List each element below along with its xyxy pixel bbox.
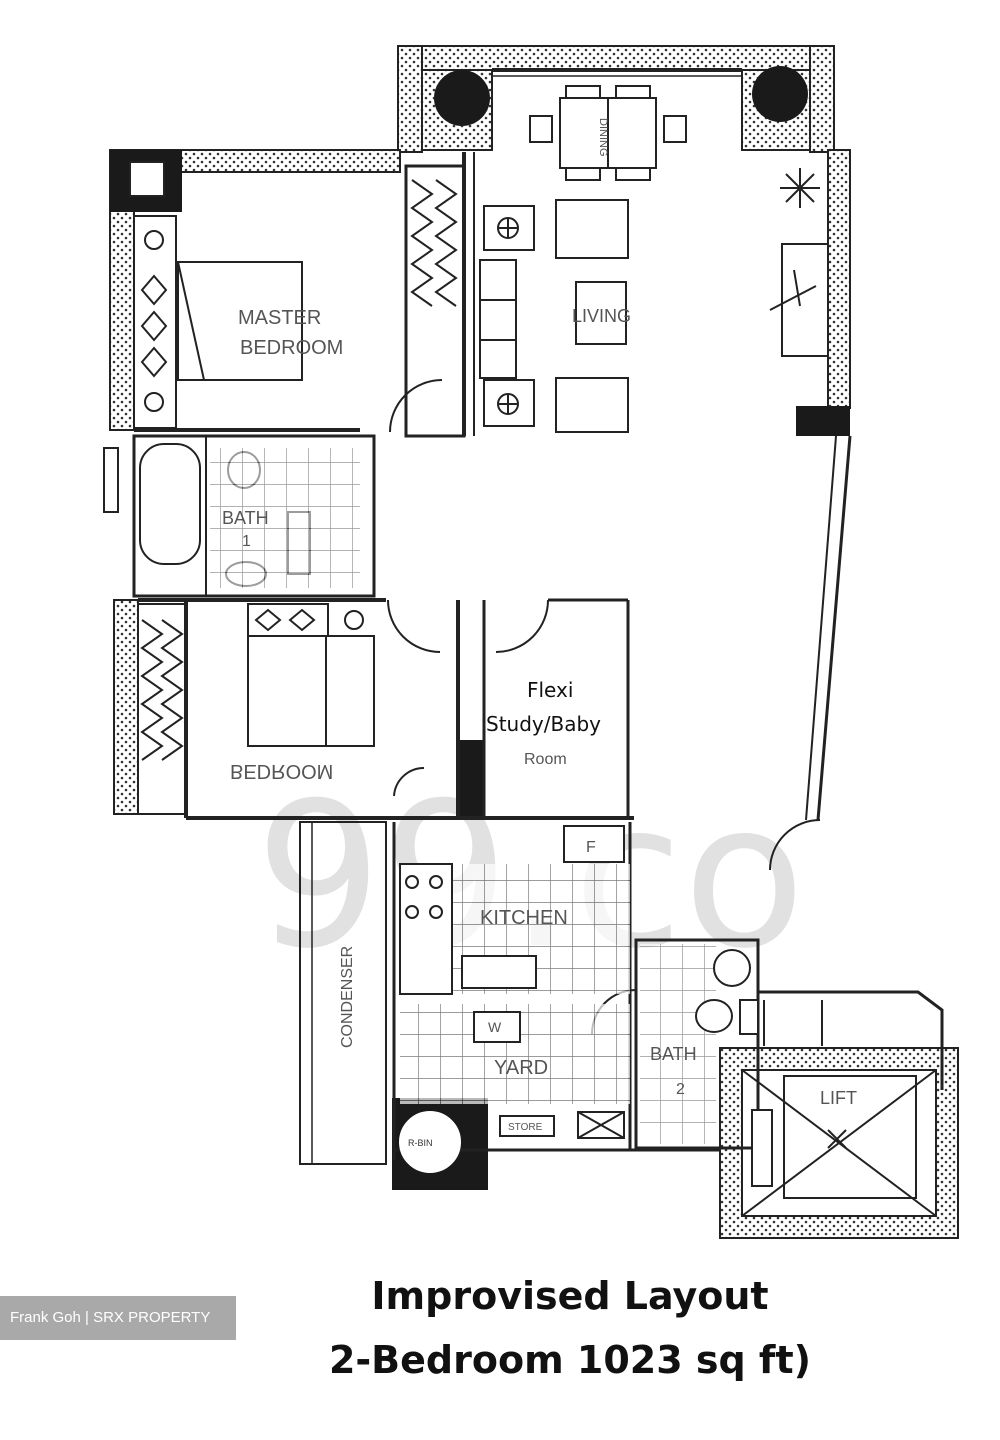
bedroom-2-bed — [247, 603, 375, 747]
dining-set — [529, 85, 687, 181]
refuse-chute-label: R-BIN — [408, 1138, 433, 1148]
credit-badge: Frank Goh | SRX PROPERTY — [0, 1296, 236, 1340]
bath-1-label: BATH — [222, 508, 269, 528]
tv-console — [769, 243, 829, 357]
lift-label: LIFT — [820, 1088, 857, 1108]
flexi-room-label-1: Flexi — [527, 678, 573, 702]
bedroom-2-label: BEDROOM — [230, 760, 333, 782]
living-label: LIVING — [572, 306, 631, 326]
bath-1-number: 1 — [242, 533, 251, 550]
master-bedroom-label-1: MASTER — [238, 307, 321, 329]
condenser-label: CONDENSER — [339, 946, 356, 1048]
dining-label: DINING — [597, 118, 609, 157]
layout-subtitle: 2-Bedroom 1023 sq ft) — [328, 1338, 812, 1382]
lift-car — [741, 1069, 937, 1217]
wardrobe-zigzag — [137, 179, 458, 815]
washer-label: W — [488, 1019, 502, 1035]
kitchen-label: KITCHEN — [480, 907, 568, 929]
kitchen-fixtures — [399, 825, 625, 1139]
store-label: STORE — [508, 1122, 543, 1133]
master-bed — [133, 215, 303, 429]
bath-2-number: 2 — [676, 1081, 685, 1098]
bath-2-tiles — [640, 944, 716, 1144]
planter-right — [741, 66, 811, 151]
yard-label: YARD — [494, 1057, 548, 1079]
flexi-room-label-3: Room — [524, 751, 567, 768]
flexi-room-label-2: Study/Baby — [486, 712, 601, 736]
planter-left — [421, 69, 493, 151]
interior-walls — [132, 68, 944, 1165]
fridge-label: F — [586, 839, 596, 856]
bath-2-label: BATH — [650, 1044, 697, 1064]
bathroom-2-fixtures — [695, 949, 759, 1035]
potted-plant-icon — [780, 168, 820, 208]
layout-title: Improvised Layout — [371, 1274, 769, 1318]
bath-1-tiles — [210, 448, 360, 588]
sofa-set — [479, 199, 629, 433]
refuse-chute-icon — [399, 1111, 461, 1173]
master-bedroom-label-2: BEDROOM — [240, 337, 343, 359]
